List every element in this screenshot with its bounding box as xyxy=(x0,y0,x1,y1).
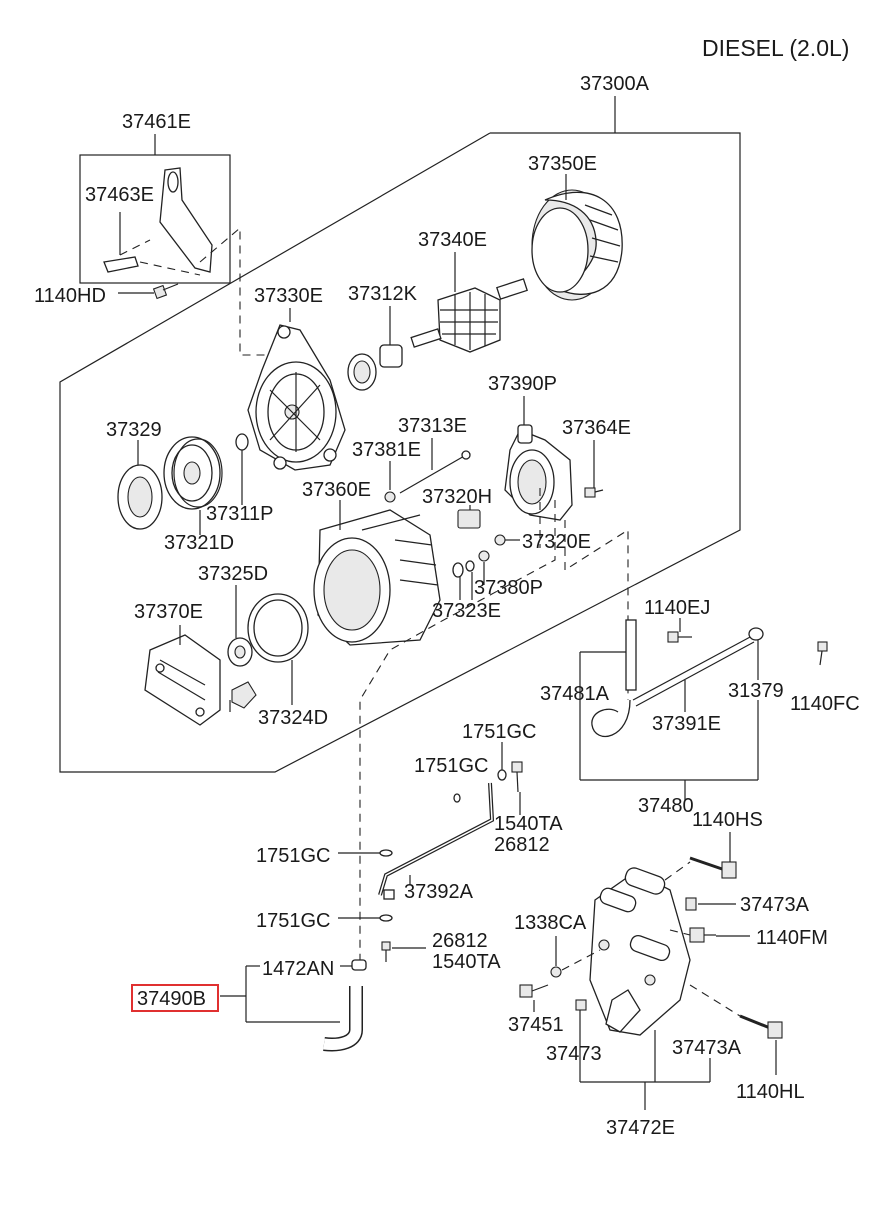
label-1338ca: 1338CA xyxy=(514,912,587,934)
part-37472e-bracket xyxy=(589,867,691,1036)
label-37451: 37451 xyxy=(508,1014,564,1036)
bracket-part xyxy=(103,167,213,273)
bolt-1140hd xyxy=(152,283,179,300)
label-37480: 37480 xyxy=(638,795,694,817)
bolt-1140fc xyxy=(817,641,828,666)
part-37490b-hose xyxy=(323,959,367,1052)
label-1140hd: 1140HD xyxy=(34,285,106,307)
label-1140ej: 1140EJ xyxy=(644,597,710,619)
label-37473: 37473 xyxy=(546,1043,602,1065)
part-37392a-tube xyxy=(378,782,495,900)
part-37360e-rear-housing xyxy=(313,509,441,646)
part-37324d-plate xyxy=(247,593,309,663)
bolt-1140hl xyxy=(739,1014,783,1039)
bolt-26812 xyxy=(381,941,391,962)
label-1751gc-a: 1751GC xyxy=(462,721,537,743)
label-37324d: 37324D xyxy=(258,707,328,729)
label-1751gc-d: 1751GC xyxy=(256,910,331,932)
bolt-1540ta-a xyxy=(511,761,523,793)
label-37381e: 37381E xyxy=(352,439,421,461)
label-37461e: 37461E xyxy=(122,111,191,133)
label-37392a: 37392A xyxy=(404,881,474,903)
bolt-37451 xyxy=(519,984,549,998)
label-1751gc-b: 1751GC xyxy=(414,755,489,777)
bolt-1140ej xyxy=(667,631,692,643)
part-37370e-regulator xyxy=(144,634,257,726)
label-37323e: 37323E xyxy=(432,600,501,622)
part-37320h-brush xyxy=(457,509,481,529)
part-37350e-stator xyxy=(531,189,623,301)
label-37350e: 37350E xyxy=(528,153,597,175)
label-37330e: 37330E xyxy=(254,285,323,307)
bolt-37364e xyxy=(584,487,604,498)
label-37321d: 37321D xyxy=(164,532,234,554)
label-26812-a: 26812 xyxy=(494,834,550,856)
part-37321d-pulley xyxy=(163,436,223,510)
label-37472e: 37472E xyxy=(606,1117,675,1139)
part-31379-clamp xyxy=(748,627,764,641)
assembly-outline xyxy=(59,132,741,773)
label-31379: 31379 xyxy=(728,680,784,702)
part-37481a-tube xyxy=(591,619,637,738)
label-37390p: 37390P xyxy=(488,373,557,395)
part-37312k-bearing xyxy=(347,344,403,391)
label-1140fc: 1140FC xyxy=(790,693,860,715)
label-26812-b: 26812 xyxy=(432,930,488,952)
part-37340e-rotor xyxy=(410,278,528,353)
label-37370e: 37370E xyxy=(134,601,203,623)
label-37311p: 37311P xyxy=(206,503,273,525)
label-37320e: 37320E xyxy=(522,531,591,553)
part-37390p-rear-cover xyxy=(504,424,573,521)
label-37300a: 37300A xyxy=(580,73,650,95)
label-1751gc-c: 1751GC xyxy=(256,845,331,867)
label-1540ta-a: 1540TA xyxy=(494,813,563,835)
label-37391e: 37391E xyxy=(652,713,721,735)
label-37380p: 37380P xyxy=(474,577,543,599)
diagram-title: DIESEL (2.0L) xyxy=(702,35,849,61)
highlight-37490b xyxy=(131,984,219,1012)
label-37473a-a: 37473A xyxy=(740,894,810,916)
label-37364e: 37364E xyxy=(562,417,631,439)
part-37329-cover xyxy=(117,464,163,530)
label-1140hs: 1140HS xyxy=(692,809,763,831)
label-1540ta-b: 1540TA xyxy=(432,951,501,973)
part-37311p-nut xyxy=(235,433,249,451)
part-37330e-housing xyxy=(247,324,346,471)
bolt-1140fm xyxy=(689,927,716,943)
label-37329: 37329 xyxy=(106,419,162,441)
label-37473a-b: 37473A xyxy=(672,1037,742,1059)
bolt-1140hs xyxy=(689,856,737,879)
label-37313e: 37313E xyxy=(398,415,467,437)
label-1140hl: 1140HL xyxy=(736,1081,805,1103)
label-37360e: 37360E xyxy=(302,479,371,501)
label-1472an: 1472AN xyxy=(262,958,334,980)
label-37340e: 37340E xyxy=(418,229,487,251)
label-37490b: 37490B xyxy=(137,988,206,1010)
label-37312k: 37312K xyxy=(348,283,418,305)
label-37463e: 37463E xyxy=(85,184,154,206)
label-1140fm: 1140FM xyxy=(756,927,828,949)
label-37320h: 37320H xyxy=(422,486,492,508)
label-37481a: 37481A xyxy=(540,683,610,705)
label-37325d: 37325D xyxy=(198,563,268,585)
